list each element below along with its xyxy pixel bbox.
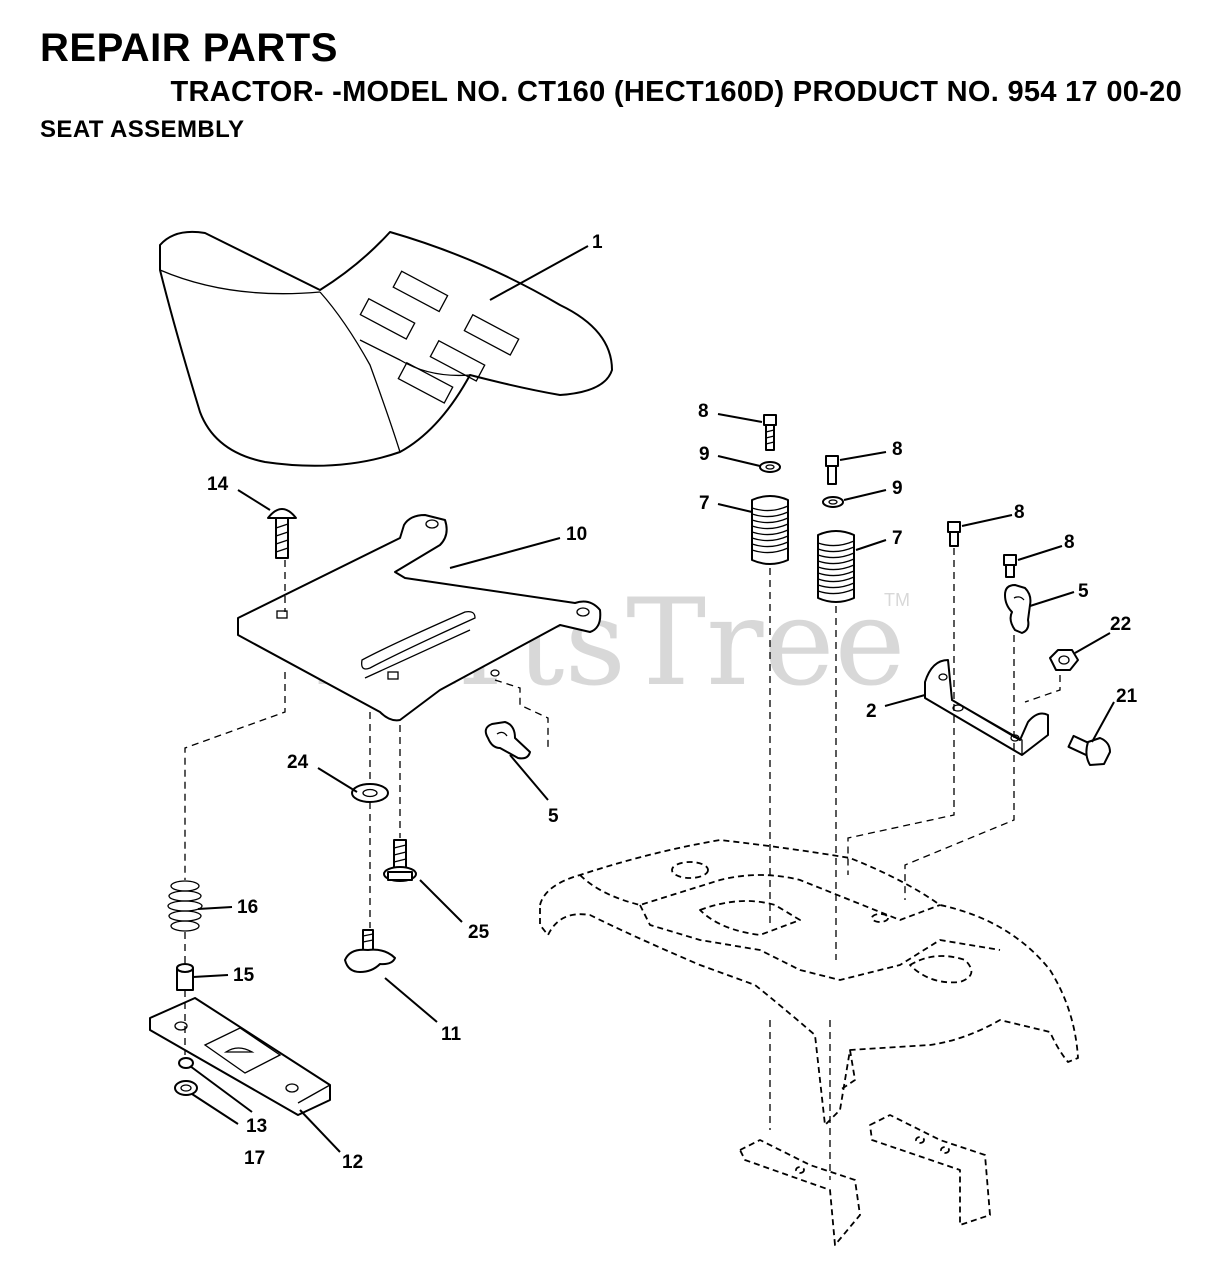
callout-8-c: 8 xyxy=(1014,502,1025,523)
callout-25: 25 xyxy=(468,922,490,943)
part-seat xyxy=(159,230,613,467)
watermark-trademark: TM xyxy=(884,590,910,610)
part-carriage-bolt xyxy=(267,508,297,559)
part-washer-9a xyxy=(759,461,781,473)
callout-15: 15 xyxy=(233,965,255,986)
part-seat-bracket-plate xyxy=(149,997,331,1116)
part-washer-24 xyxy=(351,783,389,803)
callout-17: 17 xyxy=(244,1148,265,1169)
part-seat-pan xyxy=(237,514,602,722)
callout-16: 16 xyxy=(237,897,258,918)
part-spring-16 xyxy=(167,880,203,932)
section-title: SEAT ASSEMBLY xyxy=(40,116,245,143)
assembly-lines xyxy=(184,548,1061,1180)
callout-9-a: 9 xyxy=(699,444,710,465)
callout-5-right: 5 xyxy=(1078,581,1089,602)
callout-13: 13 xyxy=(246,1116,267,1137)
callout-5-left: 5 xyxy=(548,806,559,827)
part-bolt-8b xyxy=(825,455,839,485)
callout-2: 2 xyxy=(866,701,877,722)
part-clip-left xyxy=(484,721,531,760)
callout-8-a: 8 xyxy=(698,401,709,422)
callout-8-b: 8 xyxy=(892,439,903,460)
part-spacer xyxy=(176,963,194,991)
part-locknut-17 xyxy=(174,1080,198,1096)
part-shoulder-bolt xyxy=(383,839,417,882)
part-spring-7b xyxy=(817,530,855,603)
callout-22: 22 xyxy=(1110,614,1131,635)
callout-9-b: 9 xyxy=(892,478,903,499)
callout-14: 14 xyxy=(207,474,229,495)
callout-7-a: 7 xyxy=(699,493,710,514)
callout-8-d: 8 xyxy=(1064,532,1075,553)
callout-12: 12 xyxy=(342,1152,363,1173)
tractor-fender-phantom xyxy=(539,839,1079,1246)
part-clip-right xyxy=(1004,584,1032,634)
part-knob xyxy=(344,929,396,973)
part-bolt-8c xyxy=(947,521,961,547)
part-nut-22 xyxy=(1049,649,1079,671)
part-bolt-8a xyxy=(763,414,777,451)
leader-lines xyxy=(189,245,1115,1153)
part-nut-13 xyxy=(178,1057,194,1069)
part-bracket-2 xyxy=(924,659,1049,756)
callout-labels: 1 14 10 24 5 16 25 15 11 13 12 17 8 9 7 … xyxy=(207,232,1138,1173)
callout-21: 21 xyxy=(1116,686,1138,707)
part-washer-9b xyxy=(822,496,844,508)
page-title: REPAIR PARTS xyxy=(40,26,338,70)
part-bolt-8d xyxy=(1003,554,1017,578)
callout-1: 1 xyxy=(592,232,603,253)
callout-7-b: 7 xyxy=(892,528,903,549)
part-spring-7a xyxy=(751,495,789,565)
callout-11: 11 xyxy=(441,1024,462,1045)
part-bolt-21 xyxy=(1067,734,1111,766)
callout-24: 24 xyxy=(287,752,309,773)
model-line: TRACTOR- -MODEL NO. CT160 (HECT160D) PRO… xyxy=(170,76,1182,108)
callout-10: 10 xyxy=(566,524,587,545)
